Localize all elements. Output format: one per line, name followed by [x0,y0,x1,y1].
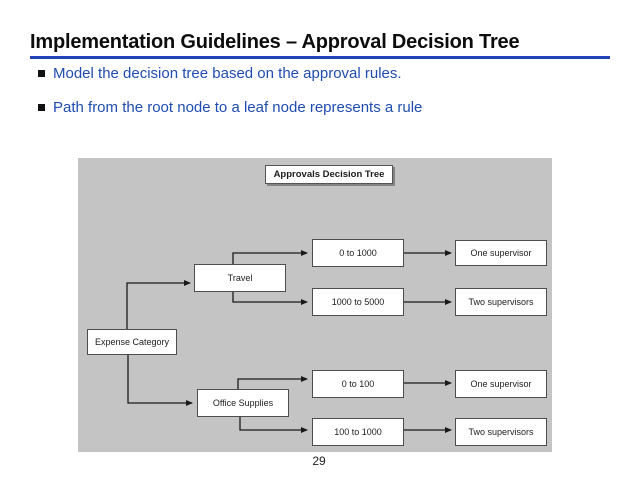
node-expense-category: Expense Category [87,329,177,355]
diagram-title-box: Approvals Decision Tree [265,165,393,184]
title-underline-rule [30,56,610,59]
node-travel: Travel [194,264,286,292]
node-office-supplies: Office Supplies [197,389,289,417]
bullet-text: Model the decision tree based on the app… [53,65,402,82]
node-travel-range-low: 0 to 1000 [312,239,404,267]
connector-lines [126,250,452,433]
page-number: 29 [312,454,326,468]
square-bullet-icon [38,70,45,77]
node-travel-high-outcome: Two supervisors [455,288,547,316]
node-travel-low-outcome: One supervisor [455,240,547,266]
bullet-list: Model the decision tree based on the app… [38,64,422,132]
node-office-high-outcome: Two supervisors [455,418,547,446]
bullet-item: Model the decision tree based on the app… [38,64,422,84]
decision-tree-panel: Approvals Decision Tree Expense Category… [78,158,552,452]
square-bullet-icon [38,104,45,111]
node-travel-range-high: 1000 to 5000 [312,288,404,316]
node-office-low-outcome: One supervisor [455,370,547,398]
page-title: Implementation Guidelines – Approval Dec… [30,31,520,53]
node-office-range-low: 0 to 100 [312,370,404,398]
node-office-range-high: 100 to 1000 [312,418,404,446]
bullet-item: Path from the root node to a leaf node r… [38,98,422,118]
bullet-text: Path from the root node to a leaf node r… [53,99,423,116]
